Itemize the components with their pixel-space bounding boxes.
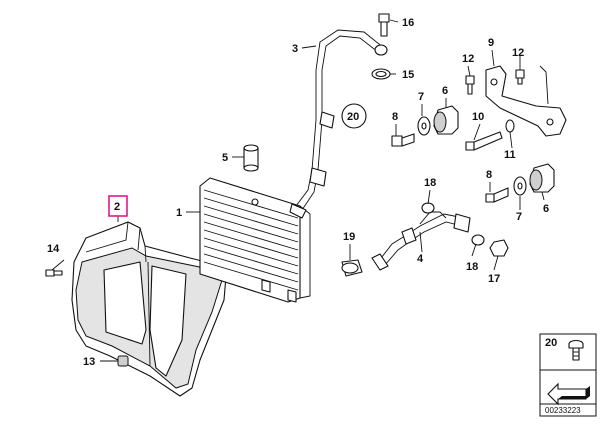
- part-4-hose[interactable]: [371, 211, 471, 271]
- part-20-callout[interactable]: [341, 103, 367, 129]
- part-14-screw[interactable]: [45, 269, 63, 277]
- part-18-clamp-upper[interactable]: [421, 202, 435, 214]
- part-11-washer[interactable]: [505, 119, 515, 133]
- part-1-oil-cooler[interactable]: [199, 177, 311, 303]
- label-part-9[interactable]: 9: [488, 37, 494, 49]
- part-18-clamp-lower[interactable]: [471, 234, 485, 246]
- part-6-rubber-mount-upper[interactable]: [433, 105, 459, 135]
- label-part-7-upper[interactable]: 7: [418, 91, 424, 103]
- label-part-8-lower[interactable]: 8: [486, 169, 492, 181]
- label-part-6-upper[interactable]: 6: [442, 85, 448, 97]
- label-part-10[interactable]: 10: [472, 111, 484, 123]
- label-part-2[interactable]: 2: [114, 201, 120, 213]
- label-part-16[interactable]: 16: [402, 17, 414, 29]
- part-10-bolt[interactable]: [465, 131, 503, 151]
- part-20-bolt-icon: [568, 339, 584, 361]
- part-15-seal-ring[interactable]: [371, 68, 391, 80]
- leader-lines: [51, 19, 545, 362]
- part-7-washer-lower[interactable]: [513, 176, 527, 196]
- part-7-washer-upper[interactable]: [417, 116, 431, 136]
- part-12-bolt-upper[interactable]: [465, 75, 475, 95]
- catalog-number: 00233223: [545, 406, 581, 415]
- legend-part-20-label[interactable]: 20: [545, 337, 557, 349]
- label-part-6-lower[interactable]: 6: [543, 203, 549, 215]
- label-part-20[interactable]: 20: [347, 111, 359, 123]
- part-13-grommet[interactable]: [117, 355, 129, 367]
- part-19-hose-clamp[interactable]: [341, 259, 363, 277]
- label-part-18-lower[interactable]: 18: [466, 261, 478, 273]
- part-8-bolt-upper[interactable]: [391, 133, 415, 147]
- label-part-19[interactable]: 19: [343, 231, 355, 243]
- label-part-18-upper[interactable]: 18: [424, 177, 436, 189]
- label-part-12-upper[interactable]: 12: [462, 53, 474, 65]
- part-8-bolt-lower[interactable]: [485, 187, 509, 203]
- label-part-4[interactable]: 4: [417, 253, 424, 265]
- label-part-11[interactable]: 11: [504, 149, 516, 161]
- part-3-oil-line[interactable]: [289, 29, 388, 219]
- label-part-15[interactable]: 15: [402, 69, 414, 81]
- label-part-12-right[interactable]: 12: [512, 47, 524, 59]
- part-labels: 1 2 3 4 5 6 6 7 7 8 8 9 10 11 12 12 13 1…: [47, 17, 549, 368]
- label-part-8-upper[interactable]: 8: [392, 111, 398, 123]
- part-5-sleeve[interactable]: [243, 144, 259, 172]
- direction-arrow-icon: [547, 382, 590, 406]
- highlight-box-part-2: [108, 195, 128, 217]
- label-part-17[interactable]: 17: [488, 273, 500, 285]
- part-17-plug[interactable]: [489, 239, 509, 257]
- legend-box: 20 00233223: [539, 333, 597, 417]
- part-9-bracket[interactable]: [485, 65, 567, 137]
- part-16-bolt[interactable]: [378, 13, 390, 37]
- part-12-bolt-right[interactable]: [515, 69, 525, 85]
- label-part-7-lower[interactable]: 7: [516, 211, 522, 223]
- label-part-3[interactable]: 3: [292, 43, 298, 55]
- label-part-14[interactable]: 14: [47, 243, 60, 255]
- part-2-air-duct[interactable]: [71, 221, 227, 397]
- label-part-5[interactable]: 5: [222, 152, 228, 164]
- label-part-13[interactable]: 13: [83, 356, 95, 368]
- label-part-1[interactable]: 1: [176, 207, 182, 219]
- part-6-rubber-mount-lower[interactable]: [529, 163, 555, 193]
